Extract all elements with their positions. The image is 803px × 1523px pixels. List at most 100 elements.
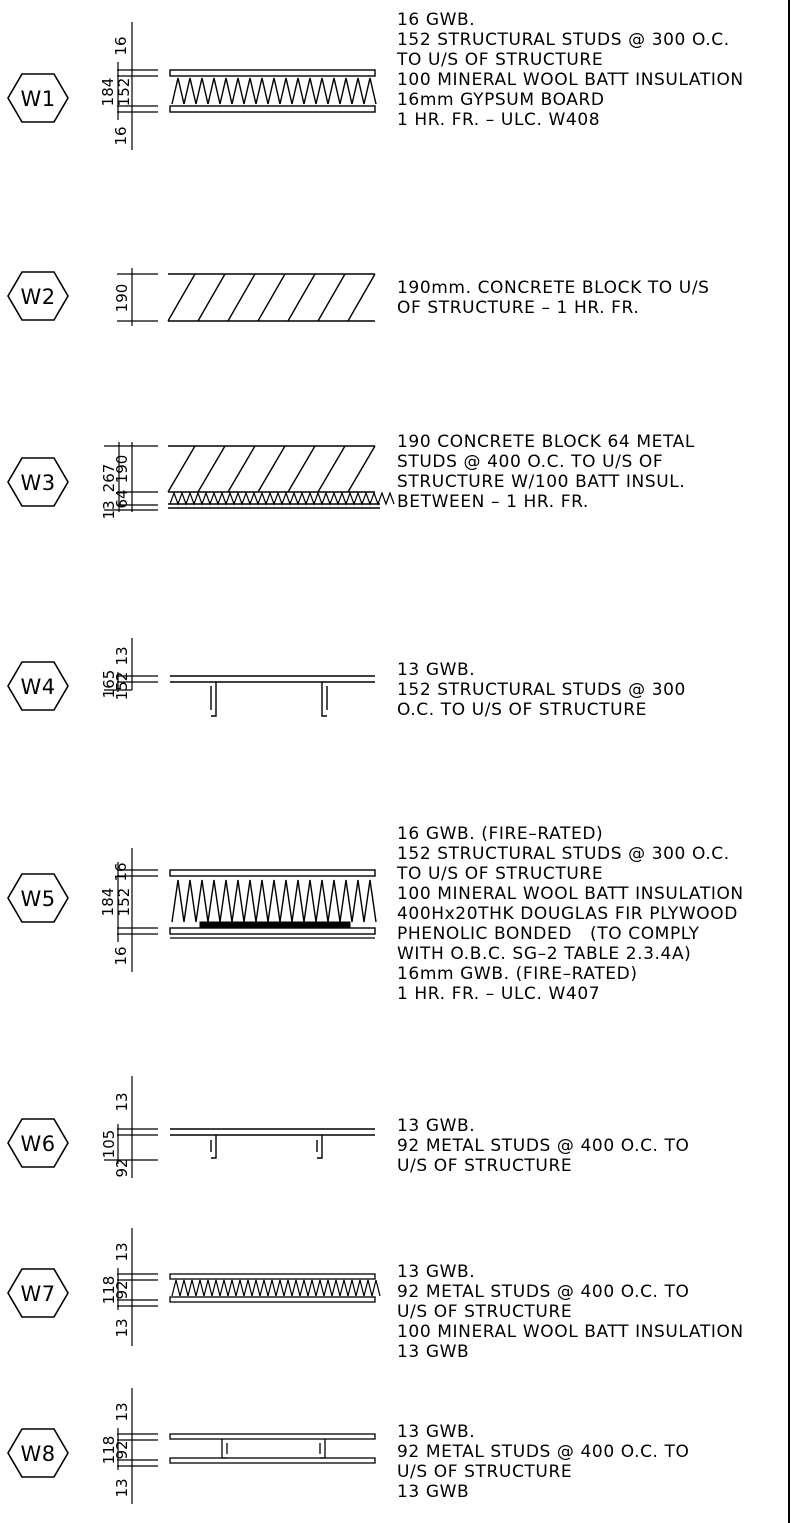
sheet-border-line [788,0,790,1523]
w7-tag: W7 [7,1268,69,1318]
w1-graphic: W1 16 184 152 16 [7,22,377,150]
w8-note-line: 13 GWB [397,1482,470,1502]
w3-note-line: STUDS @ 400 O.C. TO U/S OF [397,452,664,472]
w1-note-line: 16mm GYPSUM BOARD [397,90,605,110]
w1-wall-section [169,69,377,113]
w6-note-line: 13 GWB. [397,1116,476,1136]
svg-text:W5: W5 [20,887,55,911]
w8-notes: 13 GWB. 92 METAL STUDS @ 400 O.C. TO U/S… [397,1422,690,1502]
w4-notes: 13 GWB. 152 STRUCTURAL STUDS @ 300 O.C. … [397,660,686,720]
w6-note-line: U/S OF STRUCTURE [397,1156,573,1176]
w3-graphic: W3 190 267 64 13 [7,442,395,520]
w6-dimensions [104,1076,158,1178]
w5-note-line: 400Hx20THK DOUGLAS FIR PLYWOOD [397,904,738,924]
w8-note-line: U/S OF STRUCTURE [397,1462,573,1482]
w4-graphic: W4 13 165 152 [7,638,375,717]
w4-note-line: O.C. TO U/S OF STRUCTURE [397,700,647,720]
w5-note-line: 16 GWB. (FIRE–RATED) [397,824,604,844]
svg-text:W1: W1 [20,87,55,111]
w7-dim-bottom: 13 [113,1318,131,1337]
w7-note-line: 100 MINERAL WOOL BATT INSULATION [397,1322,744,1342]
w4-tag: W4 [7,661,69,711]
w1-dim-total: 184 [99,78,117,107]
w4-note-line: 152 STRUCTURAL STUDS @ 300 [397,680,686,700]
w8-dim-top: 13 [113,1402,131,1421]
wall-type-w7: W7 13 118 92 13 13 GWB. 92 METAL S [0,1210,803,1362]
w5-graphic: W5 16 184 152 16 [7,848,377,972]
w6-dim-total: 105 [100,1130,118,1159]
w1-note-line: 100 MINERAL WOOL BATT INSULATION [397,70,744,90]
w4-dimensions [104,638,158,692]
w3-dim-total: 267 [100,464,118,493]
w8-note-line: 92 METAL STUDS @ 400 O.C. TO [397,1442,690,1462]
w1-note-line: TO U/S OF STRUCTURE [397,50,604,70]
w4-dim-top: 13 [113,646,131,665]
w6-dim-top: 13 [113,1092,131,1111]
wall-type-w3: W3 190 267 64 13 [0,420,803,540]
wall-type-w4: W4 13 165 152 13 GWB. 152 STRUCTURAL STU… [0,630,803,740]
w5-note-line: TO U/S OF STRUCTURE [397,864,604,884]
w3-note-line: BETWEEN – 1 HR. FR. [397,492,589,512]
w7-dim-core: 92 [113,1280,131,1299]
wall-type-w8: W8 13 118 92 13 13 GWB. 9 [0,1370,803,1520]
w7-dimensions [117,1228,158,1346]
w2-note-line: 190mm. CONCRETE BLOCK TO U/S [397,278,710,298]
w2-graphic: W2 190 [7,268,376,326]
w2-notes: 190mm. CONCRETE BLOCK TO U/S OF STRUCTUR… [397,278,710,318]
w6-graphic: W6 13 105 92 [7,1076,375,1178]
w2-note-line: OF STRUCTURE – 1 HR. FR. [397,298,640,318]
w5-note-line: WITH O.B.C. SG–2 TABLE 2.3.4A) [397,944,692,964]
w5-dimensions [117,848,158,972]
wall-type-w5: W5 16 184 152 16 16 GW [0,810,803,1040]
svg-text:W3: W3 [20,471,55,495]
w7-dim-total: 118 [100,1276,118,1305]
w8-tag: W8 [7,1428,69,1478]
w5-note-line: 100 MINERAL WOOL BATT INSULATION [397,884,744,904]
w3-dimensions [104,442,158,512]
w6-notes: 13 GWB. 92 METAL STUDS @ 400 O.C. TO U/S… [397,1116,690,1176]
w7-note-line: U/S OF STRUCTURE [397,1302,573,1322]
w2-wall-section [167,273,376,322]
wall-type-w2: W2 190 190mm. CONCRETE BLOCK TO U/S OF S… [0,240,803,350]
w5-note-line: 1 HR. FR. – ULC. W407 [397,984,601,1004]
w6-tag: W6 [7,1118,69,1168]
w2-dim-core: 190 [113,284,131,313]
w2-dimensions [117,268,158,326]
w7-graphic: W7 13 118 92 13 [7,1228,381,1346]
w8-dimensions [117,1388,158,1504]
w3-dim-studs: 64 [113,489,131,508]
w5-notes: 16 GWB. (FIRE–RATED) 152 STRUCTURAL STUD… [397,824,744,1004]
w5-note-line: 16mm GWB. (FIRE–RATED) [397,964,638,984]
w3-wall-section [167,445,395,509]
w7-note-line: 13 GWB [397,1342,470,1362]
w6-wall-section [170,1128,375,1159]
w3-dim-core: 190 [113,455,131,484]
w7-note-line: 92 METAL STUDS @ 400 O.C. TO [397,1282,690,1302]
w5-dim-total: 184 [99,888,117,917]
w8-dim-total: 118 [100,1436,118,1465]
w8-graphic: W8 13 118 92 13 [7,1388,376,1504]
svg-text:W8: W8 [20,1442,55,1466]
w7-note-line: 13 GWB. [397,1262,476,1282]
w5-dim-top: 16 [112,862,130,881]
svg-text:W2: W2 [20,285,55,309]
w7-wall-section [169,1273,381,1303]
w5-note-line: PHENOLIC BONDED (TO COMPLY [397,924,700,944]
w5-tag: W5 [7,873,69,923]
w5-dim-bottom: 16 [112,946,130,965]
w1-note-line: 1 HR. FR. – ULC. W408 [397,110,601,130]
w5-wall-section [169,869,377,939]
wall-type-w1: W1 16 184 152 16 16 GWB. 152 STRUC [0,0,803,170]
w1-dim-core: 152 [115,78,133,107]
w4-dim-core: 152 [113,672,131,701]
w4-dim-total: 165 [100,670,118,699]
w3-tag: W3 [7,457,69,507]
w1-note-line: 152 STRUCTURAL STUDS @ 300 O.C. [397,30,730,50]
w4-wall-section [170,675,375,717]
wall-type-w6: W6 13 105 92 13 GWB. 92 METAL STUDS @ 40… [0,1060,803,1190]
w8-dim-bottom: 13 [113,1478,131,1497]
w3-note-line: 190 CONCRETE BLOCK 64 METAL [397,432,695,452]
w5-note-line: 152 STRUCTURAL STUDS @ 300 O.C. [397,844,730,864]
svg-text:W6: W6 [20,1132,55,1156]
